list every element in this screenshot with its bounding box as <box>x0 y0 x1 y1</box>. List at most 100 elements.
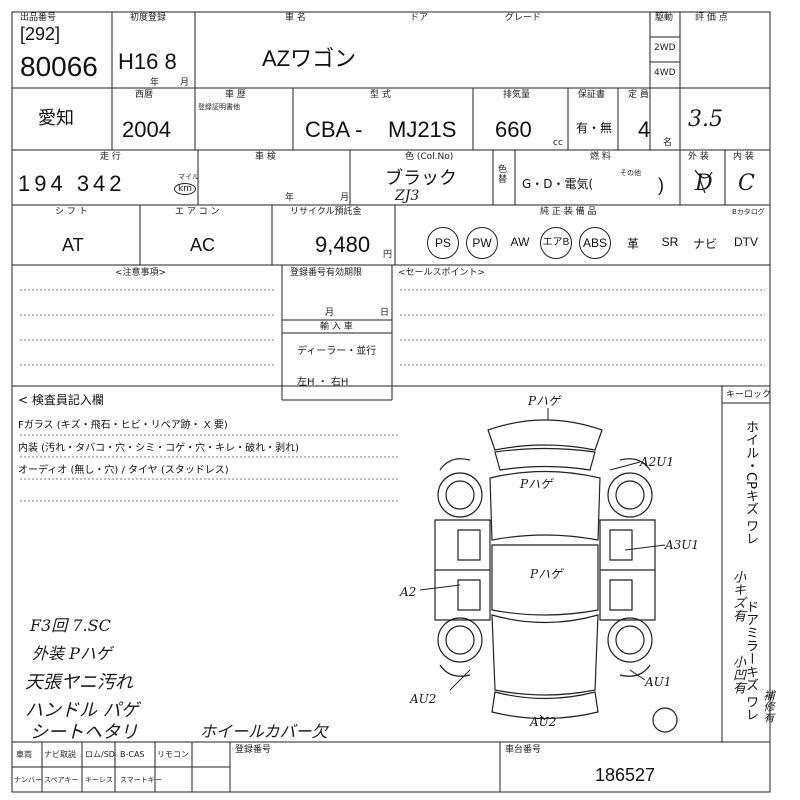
footer-reg-label: 登録番号 <box>235 745 272 755</box>
fuel-label: 燃 料 <box>590 152 611 162</box>
cc-unit: cc <box>553 138 563 148</box>
side-note-2: 小キズ有 <box>730 570 745 622</box>
score-value: 3.5 <box>688 107 723 132</box>
color-change: 色替 <box>498 165 508 185</box>
car-diagram <box>435 420 678 733</box>
seats-label: 定 員 <box>628 90 649 100</box>
hand-note-1: F3回 7.SC <box>30 616 111 635</box>
side-note-4: 小凹有 <box>730 655 745 694</box>
color-value: ブラック <box>385 168 457 188</box>
type-label: 型 式 <box>370 90 391 100</box>
inspector-line-2: 内装 (汚れ・タバコ・穴・シミ・コゲ・穴・キレ・破れ・剥れ) <box>18 443 299 454</box>
shaken-month: 月 <box>340 193 350 203</box>
inspector-title: < 検査員記入欄 <box>18 393 104 407</box>
footer-c2: ナビ取説 <box>44 750 76 759</box>
model-value: AZワゴン <box>262 46 357 71</box>
mark-right-side: A3U1 <box>665 538 700 552</box>
mark-rear: AU2 <box>530 715 557 729</box>
footer-c5: リモコン <box>157 750 189 759</box>
mark-left-side: A2 <box>400 585 417 599</box>
drive-4wd: 4WD <box>654 68 676 78</box>
equip-label: 純 正 装 備 品 <box>540 207 597 217</box>
footer-c3: ロム/SD <box>85 750 115 759</box>
cc-label: 排気量 <box>503 90 531 100</box>
year-value: 2004 <box>122 117 171 142</box>
equip-leather: 革 <box>626 237 639 251</box>
exterior-value: D <box>695 171 713 196</box>
reg-expire-label: 登録番号有効期限 <box>290 268 363 278</box>
hand-note-2: 外装 Pハゲ <box>32 644 112 663</box>
inspection-sub: 登録証明書他 <box>198 103 240 111</box>
side-note-1: ホイル・CPキズ ワレ <box>743 420 758 546</box>
model-label: 車 名 <box>285 13 306 23</box>
mark-right-front: A2U1 <box>640 455 675 469</box>
mark-hood: Pハゲ <box>520 477 553 491</box>
reg-expire-day: 日 <box>380 308 390 318</box>
footer-c9: スマートキー <box>120 776 162 784</box>
sales-label: <セールスポイント> <box>398 268 486 278</box>
venue-code: [292] <box>20 24 61 44</box>
inspector-line-3: オーディオ (無し・穴) / タイヤ (スタッドレス) <box>18 465 229 476</box>
mark-right-rear: AU1 <box>645 675 672 689</box>
mark-left-rear: AU2 <box>410 692 437 706</box>
interior-label: 内 装 <box>733 152 754 162</box>
mileage-value: 194 342 <box>18 171 126 196</box>
footer-c8: キーレス <box>85 776 113 784</box>
mileage-label: 走 行 <box>100 152 121 162</box>
equip-airbag: エアB <box>540 227 572 259</box>
type-prefix: CBA - <box>305 117 363 142</box>
footer-c6: ナンバー <box>14 776 42 784</box>
equip-sunroof: SR <box>661 235 679 249</box>
grade-label: グレード <box>505 13 542 23</box>
hand-note-4: ハンドル パゲ <box>25 700 139 721</box>
equip-aw: AW <box>510 235 530 249</box>
seats-value: 4 <box>638 117 651 142</box>
color-label: 色 (Col.No) <box>405 152 454 162</box>
fuel-value: G・D・電気( <box>522 177 594 191</box>
type-value: MJ21S <box>388 117 457 142</box>
first-reg-month-unit: 月 <box>180 78 190 88</box>
door-label: ドア <box>410 13 429 23</box>
first-reg-value: H16 8 <box>118 49 177 74</box>
side-note-5: 補修有 <box>762 690 775 723</box>
lot-number: 80066 <box>20 51 98 82</box>
footer-c1: 車両 <box>16 750 32 759</box>
equip-ps: PS <box>427 227 459 259</box>
fuel-other: その他 <box>620 169 641 177</box>
hand-note-3: 天張ヤニ汚れ <box>25 672 133 693</box>
keylock-label: キーロック <box>726 390 772 400</box>
shaken-label: 車 検 <box>255 152 276 162</box>
equip-extra-label: Bカタログ <box>732 208 765 216</box>
first-reg-year-unit: 年 <box>150 78 160 88</box>
mark-roof-top: Pハゲ <box>528 394 561 408</box>
recycle-unit: 円 <box>383 250 393 260</box>
footer-chassis-label: 車台番号 <box>505 745 542 755</box>
wheel-note: ホイールカバー欠 <box>200 722 328 741</box>
import-label: 輸 入 車 <box>320 322 353 332</box>
drive-label: 駆動 <box>655 13 674 23</box>
interior-value: C <box>738 171 755 196</box>
warranty-value: 有・無 <box>576 121 613 135</box>
hand-note-5: シートヘタリ <box>30 722 138 743</box>
warranty-label: 保証書 <box>578 90 606 100</box>
equip-pw: PW <box>466 227 498 259</box>
footer-c7: スペアキー <box>44 776 79 784</box>
import-handle: 左H ・ 右H <box>297 377 349 388</box>
equip-dtv: DTV <box>734 235 758 249</box>
import-dealer: ディーラー・並行 <box>297 346 377 357</box>
reg-expire-month: 月 <box>325 308 335 318</box>
year-label: 西暦 <box>135 90 154 100</box>
venue-label: 出品番号 <box>20 13 57 23</box>
shaken-year: 年 <box>285 193 295 203</box>
equip-navi: ナビ <box>692 237 717 251</box>
caution-label: <注意事項> <box>115 268 167 278</box>
color-code: ZJ3 <box>395 188 420 204</box>
inspection-label: 車 歴 <box>225 90 246 100</box>
ac-label: エ ア コ ン <box>175 207 220 217</box>
footer-chassis-value: 186527 <box>595 765 656 785</box>
recycle-label: リサイクル預託金 <box>290 207 362 217</box>
drive-2wd: 2WD <box>654 43 676 53</box>
recycle-value: 9,480 <box>315 232 371 257</box>
mark-roof: Pハゲ <box>530 567 563 581</box>
footer-c4: B-CAS <box>120 750 145 759</box>
